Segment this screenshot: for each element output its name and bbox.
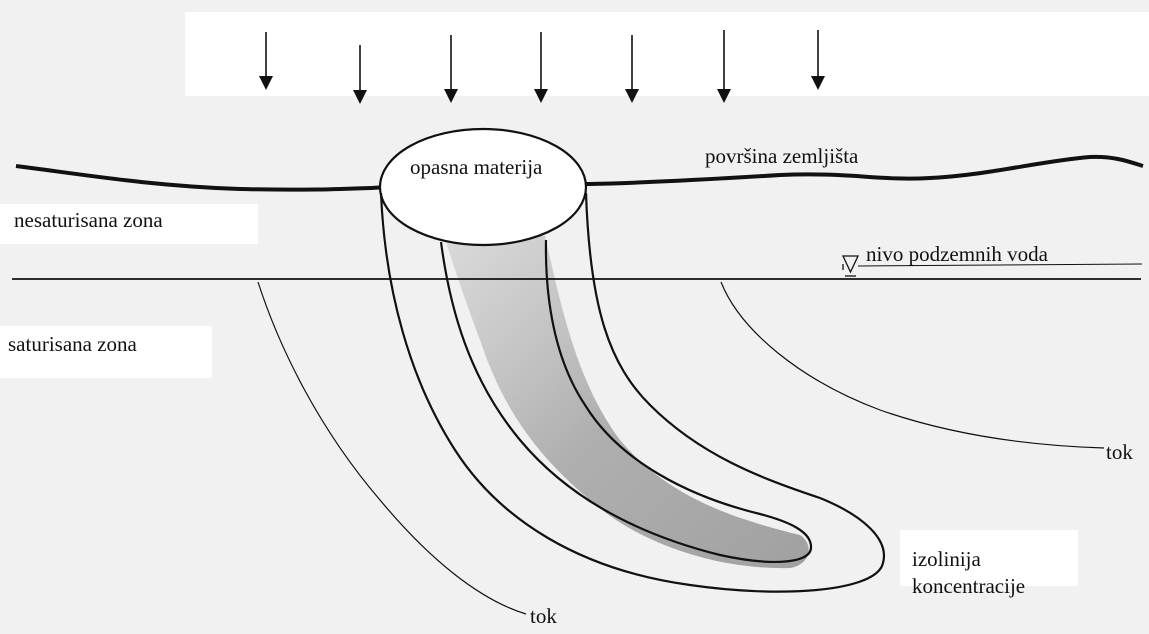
flow-line-left (257, 281, 527, 615)
plume-shading (446, 232, 809, 569)
hazardous-material-label: opasna materija (410, 155, 543, 179)
inner-concentration-isoline (439, 239, 813, 563)
flow-label-bottom: tok (530, 604, 557, 628)
down-arrow-icon (717, 30, 731, 103)
isoline-label-line2: koncentracije (912, 574, 1026, 598)
flow-label-right: tok (1106, 440, 1133, 464)
down-arrow-icon (444, 35, 458, 103)
water-level-triangle-icon (841, 255, 1143, 277)
isoline-label-line1: izolinija (912, 547, 981, 571)
white-patch-isoline (900, 530, 1078, 586)
infiltration-arrows (259, 30, 825, 104)
down-arrow-icon (534, 32, 548, 103)
outer-concentration-isoline (379, 192, 885, 593)
ground-surface-label: površina zemljišta (705, 144, 859, 168)
down-arrow-icon (259, 32, 273, 90)
down-arrow-icon (353, 45, 367, 104)
ground-surface-line (15, 154, 1144, 192)
groundwater-level-label: nivo podzemnih voda (866, 242, 1048, 266)
saturated-zone-label: saturisana zona (8, 332, 137, 356)
flow-line-right (720, 281, 1105, 449)
down-arrow-icon (625, 35, 639, 103)
white-patch-saturated (0, 326, 212, 378)
hazardous-material-source (378, 127, 588, 247)
white-patch-unsaturated (0, 204, 258, 244)
unsaturated-zone-label: nesaturisana zona (14, 208, 163, 232)
down-arrow-icon (811, 30, 825, 90)
white-patch-top (185, 12, 1149, 96)
